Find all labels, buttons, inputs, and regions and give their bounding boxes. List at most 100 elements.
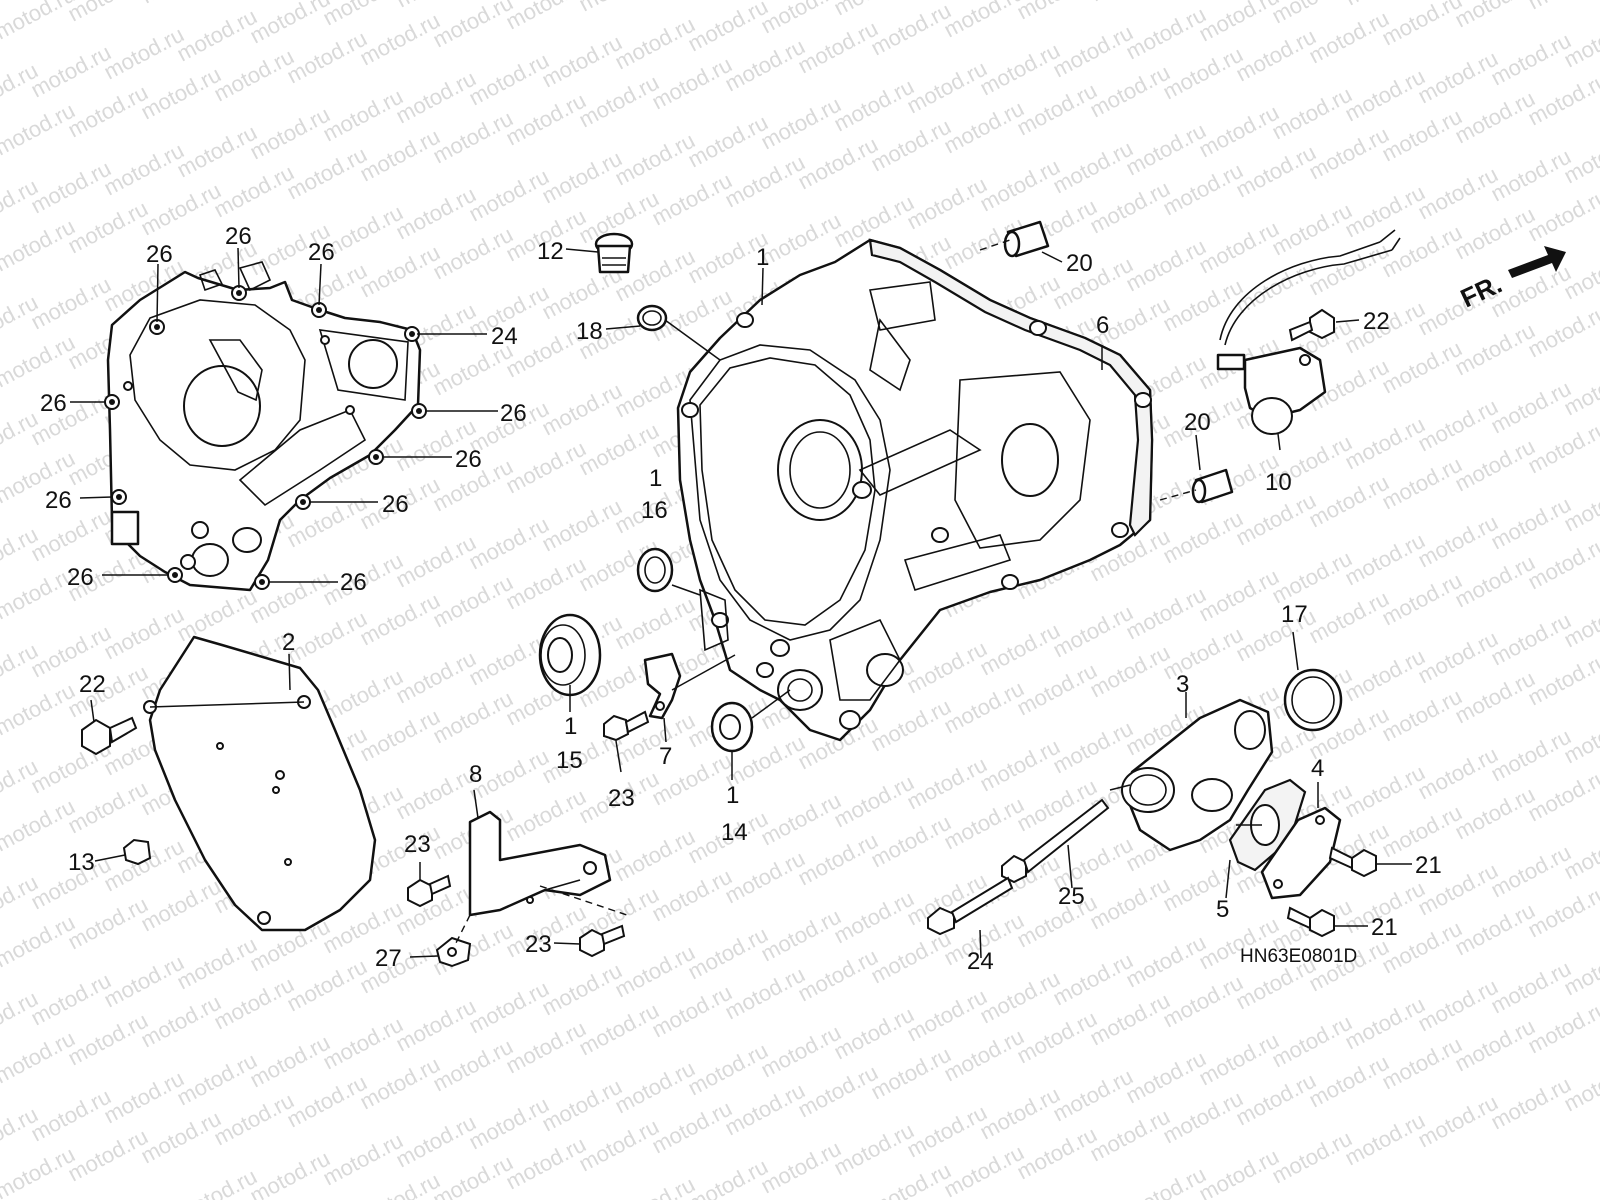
watermark-text: motod.ru [867, 114, 955, 177]
watermark-text: motod.ru [173, 584, 261, 647]
watermark-text: motod.ru [794, 132, 882, 195]
watermark-text: motod.ru [27, 968, 115, 1031]
watermark-text: motod.ru [1305, 6, 1393, 69]
watermark-text: motod.ru [137, 0, 225, 8]
bearing-15 [538, 613, 602, 697]
watermark-text: motod.ru [1414, 742, 1502, 805]
clamp-7 [643, 652, 682, 720]
watermark-text: motod.ru [1268, 546, 1356, 609]
watermark-text: motod.ru [173, 1164, 261, 1200]
watermark-text: motod.ru [1524, 648, 1600, 711]
watermark-text: motod.ru [1122, 930, 1210, 993]
watermark-text: motod.ru [940, 96, 1028, 159]
bolt-23-a [603, 710, 650, 742]
callout-label: 23 [525, 931, 552, 958]
callout-labels: 26 26 26 24 26 26 26 26 26 26 26 12 18 1… [40, 223, 1442, 975]
watermark-text: motod.ru [1086, 872, 1174, 935]
watermark-text: motod.ru [465, 48, 553, 111]
watermark-text: motod.ru [1086, 1104, 1174, 1167]
watermark-text: motod.ru [1341, 760, 1429, 823]
callout-label: 26 [40, 390, 67, 417]
watermark-text: motod.ru [1414, 394, 1502, 457]
watermark-text: motod.ru [356, 124, 444, 187]
watermark-text: motod.ru [465, 976, 553, 1039]
watermark-text: motod.ru [611, 592, 699, 655]
watermark-text: motod.ru [1524, 416, 1600, 479]
watermark-text: motod.ru [1232, 140, 1320, 203]
watermark-text: motod.ru [976, 38, 1064, 101]
callout-label: 26 [45, 487, 72, 514]
watermark-text: motod.ru [1341, 412, 1429, 475]
watermark-text: motod.ru [1341, 528, 1429, 591]
watermark-text: motod.ru [538, 378, 626, 441]
watermark-text: motod.ru [575, 70, 663, 133]
watermark-text: motod.ru [1013, 890, 1101, 953]
watermark-text: motod.ru [64, 0, 152, 26]
watermark-text: motod.ru [721, 962, 809, 1025]
watermark-text: motod.ru [137, 178, 225, 241]
watermark-text: motod.ru [1268, 198, 1356, 261]
watermark-text: motod.ru [1451, 434, 1539, 497]
watermark-text: motod.ru [794, 828, 882, 891]
watermark-text: motod.ru [64, 892, 152, 955]
watermark-text: motod.ru [1305, 122, 1393, 185]
watermark-text: motod.ru [903, 1100, 991, 1163]
watermark-text: motod.ru [27, 40, 115, 103]
watermark-text: motod.ru [1268, 82, 1356, 145]
watermark-text: motod.ru [210, 160, 298, 223]
watermark-text: motod.ru [1159, 854, 1247, 917]
watermark-text: motod.ru [1013, 0, 1101, 24]
watermark-text: motod.ru [1195, 1028, 1283, 1091]
water-joint-3 [1121, 698, 1274, 852]
watermark-text: motod.ru [1451, 550, 1539, 613]
watermark-text: motod.ru [757, 1020, 845, 1083]
watermark-text: motod.ru [1378, 1032, 1466, 1095]
callout-label: 14 [721, 819, 748, 846]
watermark-text: motod.ru [1378, 0, 1466, 50]
callout-label: 1 [726, 782, 739, 809]
watermark-text: motod.ru [137, 990, 225, 1053]
callout-label: 26 [455, 446, 482, 473]
callout-label: 17 [1281, 601, 1308, 628]
oil-filler-cap [594, 232, 634, 274]
watermark-text: motod.ru [502, 436, 590, 499]
watermark-text: motod.ru [502, 88, 590, 151]
watermark-text: motod.ru [976, 618, 1064, 681]
watermark-text: motod.ru [1487, 1072, 1575, 1135]
watermark-text: motod.ru [1378, 452, 1466, 515]
watermark-text: motod.ru [1305, 470, 1393, 533]
watermark-text: motod.ru [648, 864, 736, 927]
cover-4 [1260, 806, 1342, 900]
watermark-text: motod.ru [940, 1024, 1028, 1087]
watermark-text: motod.ru [1086, 640, 1174, 703]
callout-label: 4 [1311, 755, 1324, 782]
watermark-text: motod.ru [1122, 582, 1210, 645]
watermark-text: motod.ru [721, 1078, 809, 1141]
callout-label: 26 [382, 491, 409, 518]
watermark-text: motod.ru [1013, 78, 1101, 141]
watermark-text: motod.ru [1268, 1010, 1356, 1073]
callout-label: 25 [1058, 883, 1085, 910]
watermark-text: motod.ru [319, 84, 407, 147]
watermark-text: motod.ru [246, 1030, 334, 1093]
watermark-text: motod.ru [1451, 86, 1539, 149]
callout-label: 26 [500, 400, 527, 427]
watermark-text: motod.ru [1268, 0, 1356, 28]
watermark-text: motod.ru [1305, 238, 1393, 301]
watermark-text: motod.ru [830, 886, 918, 949]
bolt-22-left [81, 716, 138, 756]
watermark-text: motod.ru [867, 810, 955, 873]
diagram-code: HN63E0801D [1240, 946, 1357, 967]
watermark-text: motod.ru [1049, 252, 1137, 315]
watermark-text: motod.ru [283, 26, 371, 89]
watermark-text: motod.ru [1013, 658, 1101, 721]
watermark-text: motod.ru [64, 196, 152, 259]
watermark-text: motod.ru [903, 172, 991, 235]
o-ring-18 [636, 304, 668, 332]
watermark-text: motod.ru [502, 1132, 590, 1195]
watermark-text: motod.ru [575, 998, 663, 1061]
watermark-text: motod.ru [976, 734, 1064, 797]
watermark-text: motod.ru [1487, 956, 1575, 1019]
watermark-text: motod.ru [867, 1042, 955, 1105]
